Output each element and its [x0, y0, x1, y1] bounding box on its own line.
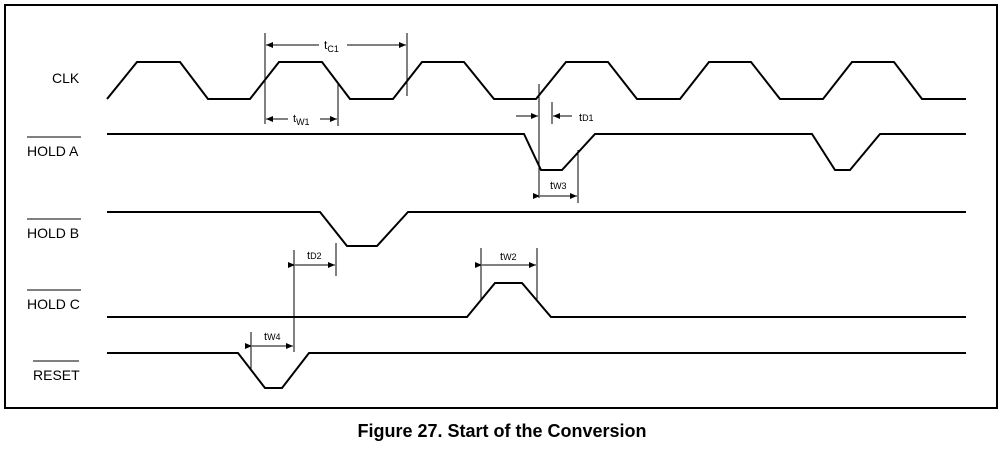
svg-text:RESET: RESET	[33, 367, 80, 383]
svg-text:tD2: tD2	[307, 250, 322, 262]
svg-text:HOLD A: HOLD A	[27, 143, 79, 159]
td1-annotation: tD1	[516, 84, 594, 198]
reset-waveform	[107, 352, 966, 389]
tw4-annotation: tW4	[245, 331, 293, 370]
svg-text:HOLD C: HOLD C	[27, 296, 80, 312]
clk-waveform	[106, 61, 966, 100]
signal-label-reset: RESET	[33, 360, 80, 383]
figure-caption: Figure 27. Start of the Conversion	[357, 421, 647, 441]
timing-diagram: CLK HOLD A HOLD B HOLD C RESET tC1 tW1	[4, 4, 998, 409]
tw2-annotation: tW2	[475, 248, 538, 300]
diagram-border	[4, 4, 998, 409]
svg-text:tW3: tW3	[550, 180, 567, 192]
hold-b-waveform	[107, 211, 966, 247]
hold-a-waveform	[107, 133, 966, 171]
svg-text:tC1: tC1	[324, 38, 339, 54]
tc1-annotation: tC1	[264, 33, 408, 124]
svg-text:tW1: tW1	[293, 113, 310, 127]
svg-text:tW4: tW4	[264, 331, 281, 343]
tw3-annotation: tW3	[533, 150, 579, 203]
signal-label-clk: CLK	[52, 70, 80, 86]
signal-label-hold-c: HOLD C	[27, 289, 81, 312]
signal-label-hold-b: HOLD B	[27, 218, 81, 241]
svg-text:tD1: tD1	[579, 112, 594, 124]
tw1-annotation: tW1	[266, 84, 339, 127]
signal-label-hold-a: HOLD A	[27, 136, 81, 159]
hold-c-waveform	[107, 282, 966, 318]
svg-text:HOLD B: HOLD B	[27, 225, 79, 241]
svg-text:tW2: tW2	[500, 251, 517, 263]
td2-annotation: tD2	[288, 243, 337, 352]
